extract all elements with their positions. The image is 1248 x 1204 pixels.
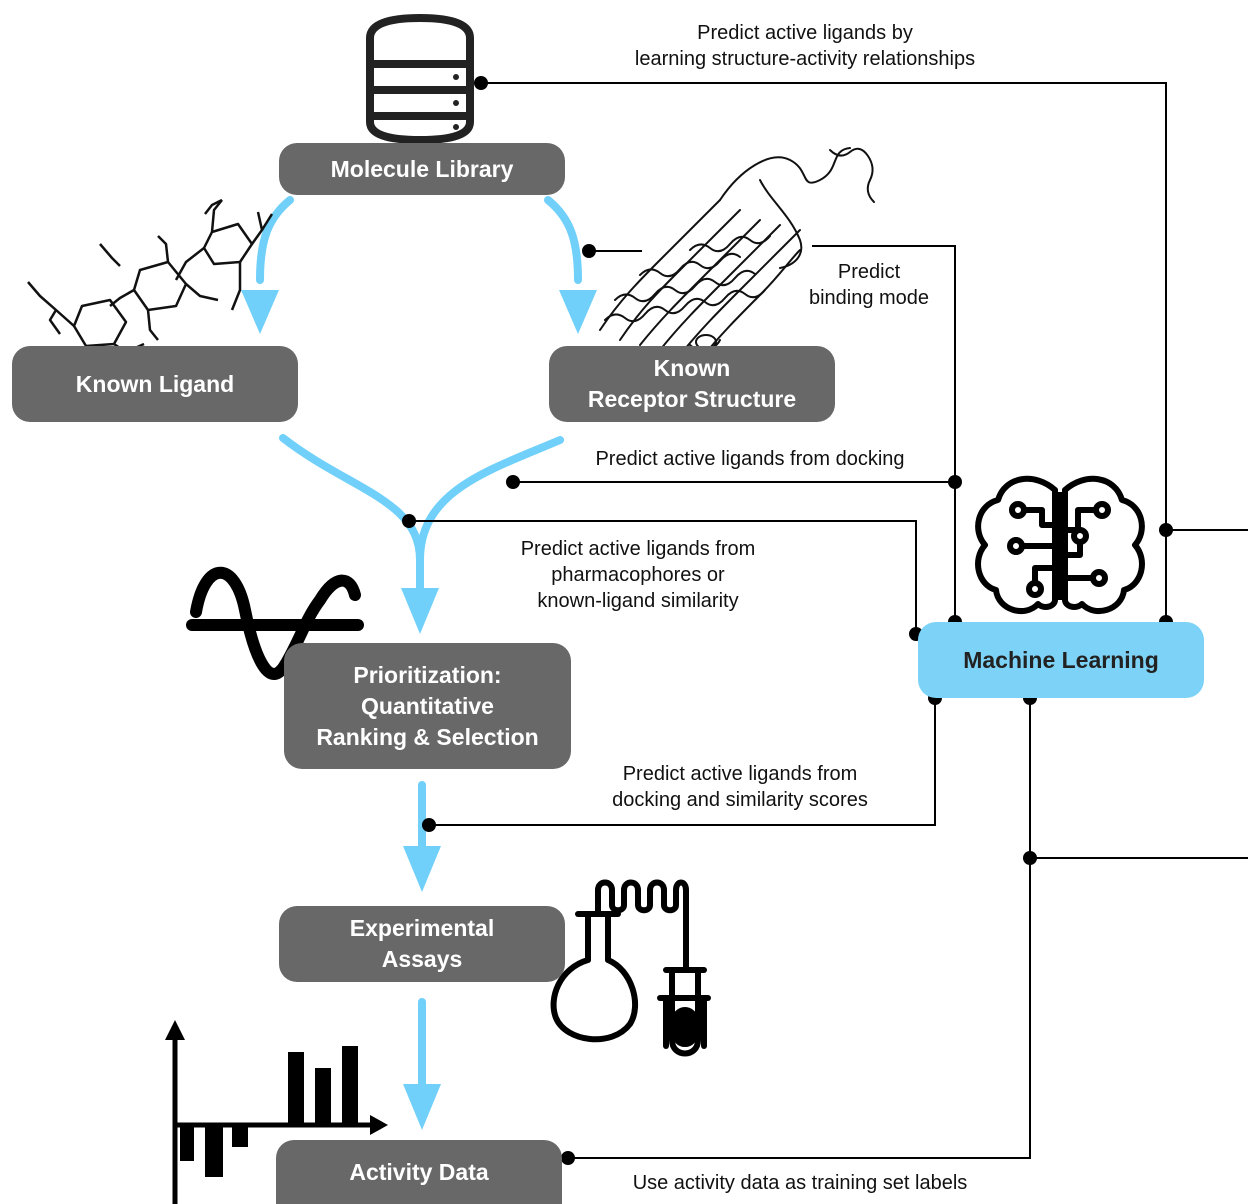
receptor-protein-icon [599,147,875,361]
edge-label-pharmacophores: Predict active ligands from pharmacophor… [478,536,798,614]
experimental-assays-label-line2: Assays [381,946,463,972]
connectors [409,82,1248,1159]
known-receptor-label-line1: Known [653,355,731,381]
machine-learning-label: Machine Learning [963,646,1159,673]
prioritization-node: Prioritization: Quantitative Ranking & S… [284,643,571,769]
database-icon [366,13,474,145]
edge-label-pharmacophores-line2: pharmacophores or [551,564,725,586]
arrowhead-assays [403,846,441,892]
edge-label-sar-line1: Predict active ligands by [697,22,913,44]
edge-label-sar-line2: learning structure-activity relationship… [634,48,976,70]
ligand-molecule-icon [27,198,274,354]
molecule-library-node: Molecule Library [279,143,565,195]
experimental-assays-node: Experimental Assays [279,906,565,982]
edge-label-pharmacophores-line3: known-ligand similarity [537,590,739,612]
lab-glassware-icon [550,879,711,1057]
edge-label-binding-mode-line2: binding mode [808,287,930,309]
flow-arrows [256,196,582,1089]
edge-label-training-line1: Use activity data as training set labels [632,1172,968,1194]
known-receptor-node: Known Receptor Structure [549,346,835,422]
flow-arrowheads [241,290,597,1130]
arrowhead-ligand [241,290,279,334]
edge-label-binding-mode: Predict binding mode [794,259,944,311]
connector-scores [429,698,936,826]
prioritization-label-line1: Prioritization: [353,661,502,688]
arrowhead-receptor [559,290,597,334]
flow-arrow-receptor-to-prioritization [416,436,564,564]
prioritization-label-line2: Quantitative [361,692,494,719]
prioritization-label-line3: Ranking & Selection [316,723,539,750]
edge-label-docking: Predict active ligands from docking [560,446,940,472]
molecule-library-label: Molecule Library [330,155,514,182]
connector-dots [402,76,1173,1165]
connector-sar [481,82,1167,622]
edge-label-binding-mode-line1: Predict [837,261,901,283]
known-ligand-label: Known Ligand [75,370,235,397]
brain-circuit-icon [975,475,1145,615]
edge-label-sar: Predict active ligands by learning struc… [580,20,1030,72]
flow-arrow-library-to-receptor [544,196,582,284]
known-ligand-node: Known Ligand [12,346,298,422]
edge-label-scores: Predict active ligands from docking and … [570,761,910,813]
flow-arrow-ligand-to-prioritization [279,434,424,594]
activity-data-node: Activity Data [276,1140,562,1204]
edge-label-pharmacophores-line1: Predict active ligands from [520,538,756,560]
edge-label-scores-line2: docking and similarity scores [612,789,868,811]
bar-chart-icon [165,1020,388,1204]
edge-label-docking-line1: Predict active ligands from docking [595,448,905,470]
edge-label-scores-line1: Predict active ligands from [622,763,858,785]
connector-pharmacophores [409,520,917,634]
activity-data-label: Activity Data [349,1158,489,1185]
machine-learning-node: Machine Learning [918,622,1204,698]
experimental-assays-label-line1: Experimental [349,915,495,941]
arrowhead-activity [403,1084,441,1130]
arrowhead-prioritization [401,588,439,634]
connector-binding-mode-2 [812,245,956,622]
edge-label-training: Use activity data as training set labels [590,1170,1010,1196]
flow-arrow-library-to-ligand [256,196,294,284]
known-receptor-label-line2: Receptor Structure [587,386,797,412]
